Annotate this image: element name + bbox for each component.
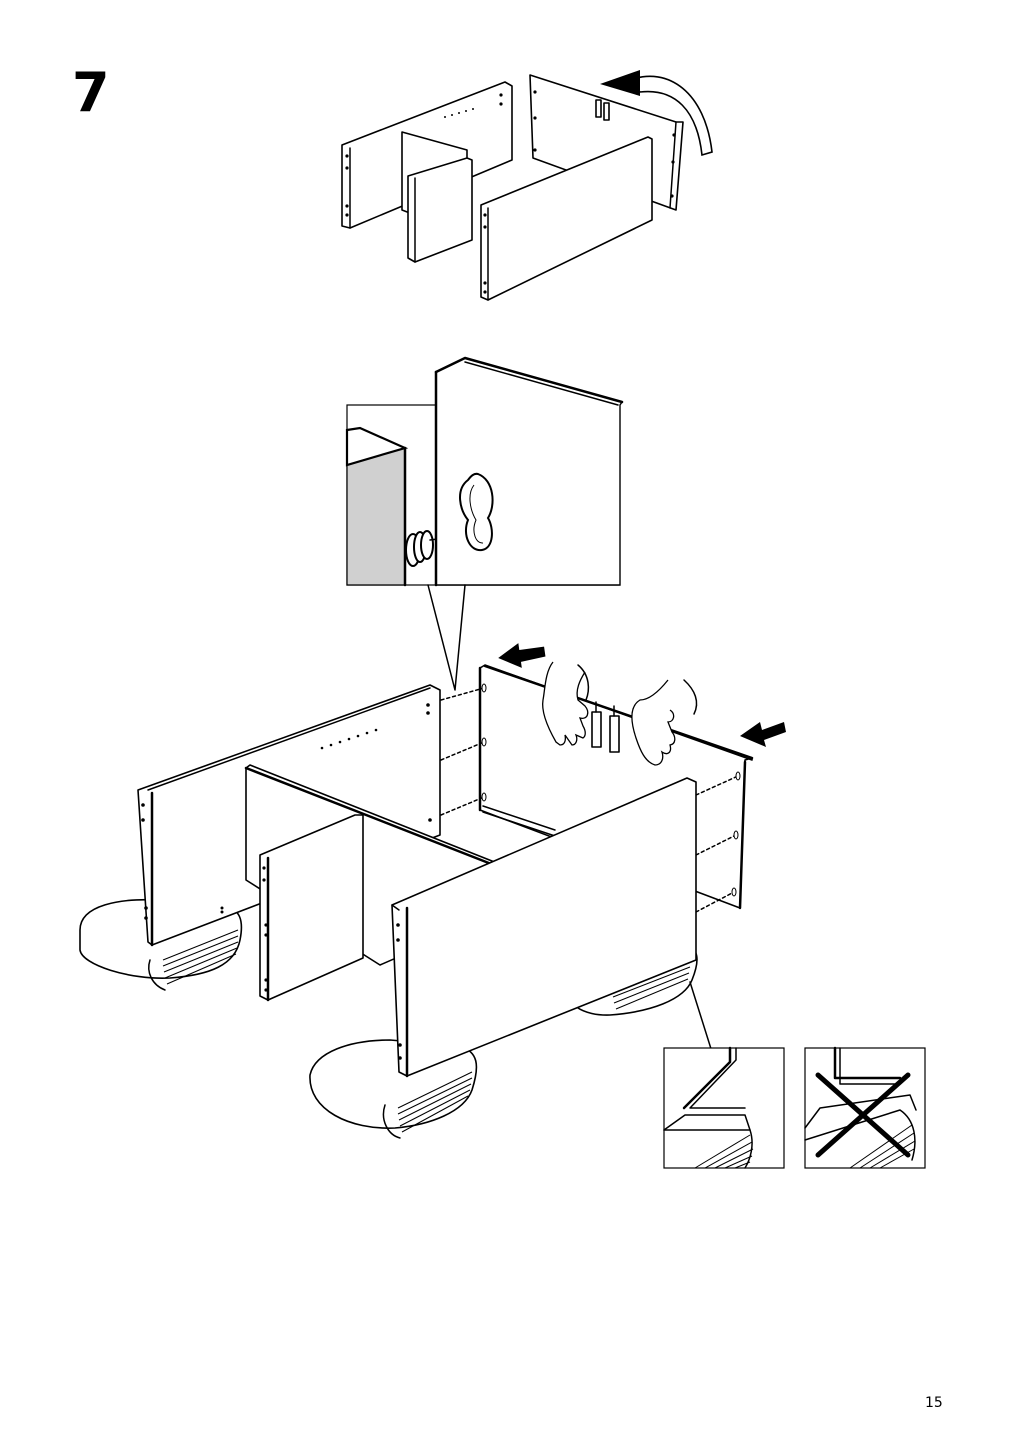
incorrect-detail [804, 1046, 926, 1169]
push-arrow-icon [498, 643, 546, 668]
cam-bolt-icon [405, 530, 469, 567]
main-assembly [79, 643, 786, 1139]
x-cross-icon [815, 1072, 911, 1158]
step-number: 7 [72, 61, 110, 124]
overview-illustration [341, 70, 713, 301]
overview-side-panel [407, 157, 473, 263]
hand-icon [631, 679, 698, 766]
overview-front-panel [480, 136, 653, 301]
detail-callout-cam-lock [345, 356, 624, 691]
correct-detail [663, 1046, 785, 1169]
curved-rotate-arrow-icon [600, 70, 713, 157]
hand-icon [542, 661, 590, 746]
push-arrow-icon [740, 722, 786, 747]
page-number: 15 [925, 1395, 943, 1411]
front-long-panel [391, 777, 697, 1077]
left-short-panel [259, 814, 364, 1001]
